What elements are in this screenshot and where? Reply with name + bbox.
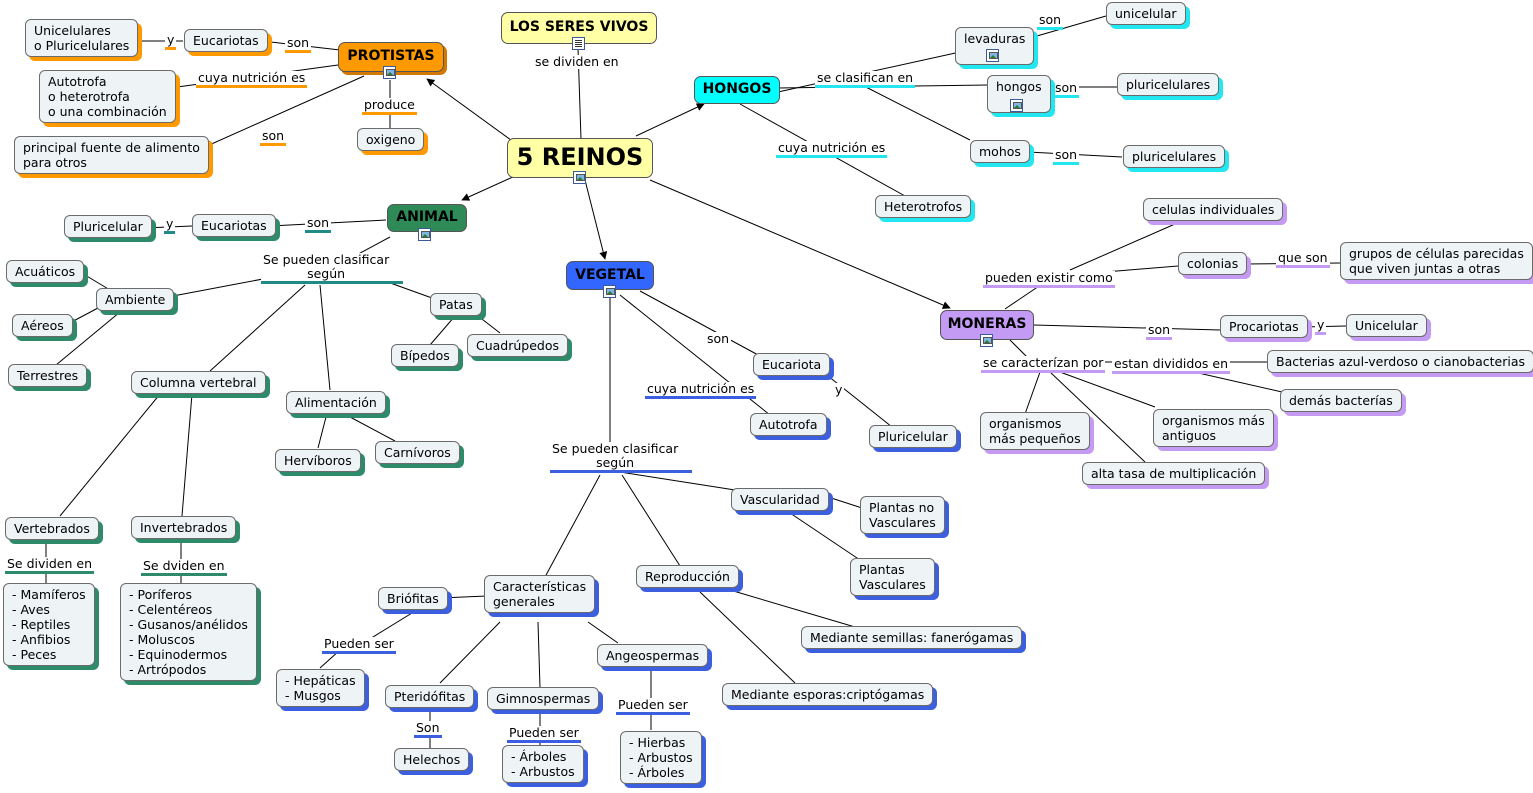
link-label: estan divididos en [1112, 357, 1231, 374]
link-label: produce [362, 98, 417, 115]
link-label: Se pueden clasificar según [261, 253, 404, 284]
concept-vascularidad[interactable]: Vascularidad [731, 488, 829, 511]
link-label: y [833, 382, 845, 397]
link-label: Pueden ser [507, 726, 581, 743]
concept-pluricelular[interactable]: Pluricelular [869, 425, 957, 448]
concept-celulas-individuales[interactable]: celulas individuales [1143, 198, 1284, 221]
concept-alimentacion[interactable]: Alimentación [286, 391, 386, 414]
root-node[interactable]: 5 REINOS [507, 138, 653, 178]
link-label: Son [414, 721, 442, 738]
concept-semillas[interactable]: Mediante semillas: fanerógamas [801, 626, 1023, 649]
link-label: son [305, 216, 332, 233]
kingdom-hongos[interactable]: HONGOS [694, 76, 780, 104]
link-label: cuya nutrición es [196, 71, 308, 88]
concept-bacterias[interactable]: Bacterias azul-verdoso o cianobacterias [1267, 350, 1533, 373]
concept-pluricelular[interactable]: Pluricelular [64, 215, 152, 238]
link-label: se clasifican en [815, 71, 916, 88]
concept-mohos[interactable]: mohos [970, 140, 1030, 163]
concept-caracteristicas[interactable]: Características generales [484, 575, 596, 613]
link-label: Se dviden en [141, 559, 227, 576]
concept-angeospermas-list[interactable]: - Hierbas - Arbustos - Árboles [620, 731, 702, 784]
image-icon[interactable] [418, 228, 431, 241]
concept-unicelular[interactable]: unicelular [1106, 2, 1186, 25]
concept-eucariotas[interactable]: Eucariotas [192, 214, 276, 237]
link-label: y [1315, 318, 1327, 335]
image-icon[interactable] [603, 285, 616, 298]
concept-patas[interactable]: Patas [430, 293, 482, 316]
concept-aereos[interactable]: Aéreos [12, 314, 73, 337]
image-icon[interactable] [383, 66, 396, 79]
concept-reproduccion[interactable]: Reproducción [636, 565, 739, 588]
concept-unicelular[interactable]: Unicelular [1346, 314, 1427, 337]
concept-helechos[interactable]: Helechos [394, 748, 470, 771]
link-label: y [164, 217, 176, 234]
concept-esporas[interactable]: Mediante esporas:criptógamas [722, 683, 934, 706]
concept-herviboros[interactable]: Hervíboros [275, 449, 361, 472]
link-label: Pueden ser [322, 637, 396, 654]
concept-acuaticos[interactable]: Acuáticos [6, 260, 85, 283]
link-label: son [1037, 13, 1064, 30]
concept-carnivoros[interactable]: Carnívoros [375, 441, 460, 464]
document-icon[interactable] [572, 37, 585, 50]
concept-plantas-vasculares[interactable]: Plantas Vasculares [850, 558, 935, 596]
concept-vertebrados-list[interactable]: - Mamíferos - Aves - Reptiles - Anfibios… [3, 583, 95, 666]
link-label: cuya nutrición es [776, 141, 888, 158]
concept-demas-bacterias[interactable]: demás bacterías [1280, 389, 1402, 412]
concept-oxigeno[interactable]: oxigeno [357, 128, 425, 151]
link-label: y [165, 33, 177, 50]
link-label: Se pueden clasificar según [550, 442, 693, 473]
concept-organismos-pequenos[interactable]: organismos más pequeños [980, 412, 1090, 450]
link-label: son [705, 331, 732, 346]
concept-invertebrados[interactable]: Invertebrados [131, 516, 237, 539]
concept-gimnospermas[interactable]: Gimnospermas [487, 687, 600, 710]
concept-briofitas-list[interactable]: - Hepáticas - Musgos [276, 669, 365, 707]
image-icon[interactable] [980, 334, 993, 347]
concept-autotrofa[interactable]: Autotrofa o heterotrofa o una combinació… [39, 70, 176, 123]
concept-invertebrados-list[interactable]: - Poríferos - Celentéreos - Gusanos/anél… [120, 583, 257, 681]
image-icon[interactable] [573, 171, 586, 184]
link-label: son [1146, 323, 1173, 340]
concept-plantas-no-vasculares[interactable]: Plantas no Vasculares [860, 496, 945, 534]
link-label: que son [1276, 251, 1330, 268]
link-label: cuya nutrición es [645, 382, 757, 399]
concept-pluricelulares[interactable]: pluricelulares [1123, 145, 1226, 168]
concept-angeospermas[interactable]: Angeospermas [597, 644, 709, 667]
concept-autotrofa[interactable]: Autotrofa [750, 413, 827, 436]
concept-cuadrupedos[interactable]: Cuadrúpedos [467, 334, 569, 357]
link-label: son [1053, 148, 1080, 165]
concept-terrestres[interactable]: Terrestres [8, 364, 88, 387]
kingdom-animal[interactable]: ANIMAL [387, 204, 467, 232]
link-label: Pueden ser [616, 698, 690, 715]
concept-fuente-alimento[interactable]: principal fuente de alimento para otros [14, 136, 209, 174]
concept-bipedos[interactable]: Bípedos [391, 344, 459, 367]
concept-heterotrofos[interactable]: Heterotrofos [875, 195, 972, 218]
link-label: son [285, 36, 312, 53]
concept-vertebrados[interactable]: Vertebrados [5, 517, 99, 540]
concept-organismos-antiguos[interactable]: organismos más antiguos [1153, 409, 1274, 447]
link-label: pueden existir como [983, 271, 1115, 288]
concept-alta-tasa[interactable]: alta tasa de multiplicación [1082, 462, 1266, 485]
link-label: se dividen en [533, 54, 621, 69]
concept-eucariotas[interactable]: Eucariotas [184, 29, 268, 52]
concept-pteridofitas[interactable]: Pteridófitas [385, 685, 475, 708]
concept-procariotas[interactable]: Procariotas [1220, 315, 1308, 338]
link-label: son [1053, 81, 1080, 98]
link-label: Se dividen en [5, 557, 95, 574]
concept-colonias[interactable]: colonias [1178, 252, 1248, 275]
image-icon[interactable] [986, 49, 999, 62]
concept-grupos-celulas[interactable]: grupos de células parecidas que viven ju… [1340, 242, 1533, 280]
concept-columna-vertebral[interactable]: Columna vertebral [131, 371, 266, 394]
concept-eucariota[interactable]: Eucariota [753, 353, 831, 376]
link-label: son [260, 129, 287, 146]
concept-pluricelulares[interactable]: pluricelulares [1117, 73, 1220, 96]
link-label: se caracterízan por [981, 356, 1106, 373]
image-icon[interactable] [1010, 99, 1023, 112]
concept-briofitas[interactable]: Briófitas [378, 587, 448, 610]
concept-gimnospermas-list[interactable]: - Árboles - Arbustos [502, 745, 584, 783]
concept-unicelulares[interactable]: Unicelulares o Pluricelulares [25, 19, 139, 57]
concept-ambiente[interactable]: Ambiente [96, 288, 175, 311]
